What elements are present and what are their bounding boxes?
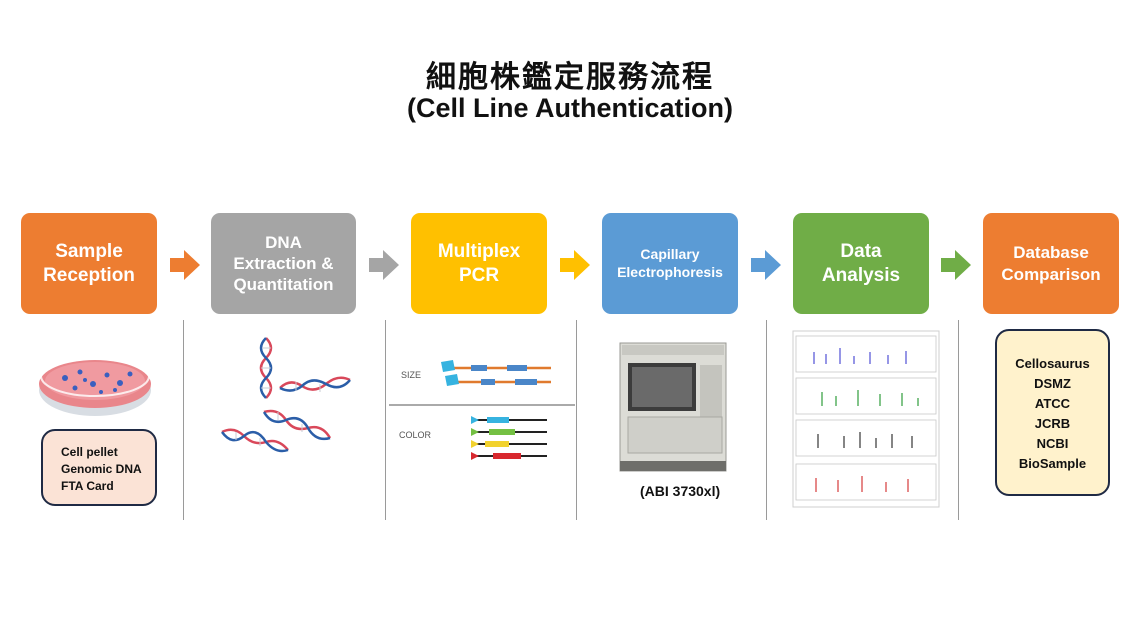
database-item: BioSample <box>1018 456 1087 471</box>
electropherogram-chart <box>792 330 940 508</box>
step-label: Data Analysis <box>821 240 901 286</box>
database-item: ATCC <box>1034 396 1071 411</box>
step-dna-extraction: DNA Extraction & Quantitation <box>211 213 356 314</box>
size-label: SIZE <box>401 370 422 380</box>
page-title: 細胞株鑑定服務流程 <box>426 60 714 95</box>
sample-type-item: Genomic DNA <box>61 462 142 476</box>
step-label: DNA Extraction & Quantitation <box>233 232 334 295</box>
pcr-primer-schematic <box>389 360 575 460</box>
step-multiplex-pcr: Multiplex PCR <box>411 213 547 314</box>
column-divider <box>385 320 386 520</box>
arrow-right-icon <box>170 250 200 280</box>
sample-type-item: Cell pellet <box>61 445 118 459</box>
step-label: Capillary Electrophoresis <box>617 246 723 280</box>
database-item: Cellosaurus <box>1015 356 1090 371</box>
instrument-caption: (ABI 3730xl) <box>640 483 721 499</box>
step-label: Multiplex PCR <box>437 240 521 286</box>
arrow-right-icon <box>560 250 590 280</box>
step-data-analysis: Data Analysis <box>793 213 929 314</box>
step-sample-reception: Sample Reception <box>21 213 157 314</box>
database-list-box: Cellosaurus DSMZ ATCC JCRB NCBI BioSampl… <box>995 329 1110 496</box>
arrow-right-icon <box>369 250 399 280</box>
column-divider <box>958 320 959 520</box>
column-divider <box>183 320 184 520</box>
step-database-comparison: Database Comparison <box>983 213 1119 314</box>
color-label: COLOR <box>399 430 432 440</box>
sample-type-item: FTA Card <box>61 479 114 493</box>
step-label: Database Comparison <box>1001 243 1101 284</box>
petri-dish-icon <box>39 355 151 416</box>
step-label: Sample Reception <box>43 240 135 286</box>
database-item: DSMZ <box>1034 376 1071 391</box>
page-subtitle: (Cell Line Authentication) <box>407 93 733 123</box>
step-capillary-electrophoresis: Capillary Electrophoresis <box>602 213 738 314</box>
sequencer-instrument-icon <box>619 342 727 472</box>
arrow-right-icon <box>941 250 971 280</box>
arrow-right-icon <box>751 250 781 280</box>
database-item: NCBI <box>1036 436 1069 451</box>
column-divider <box>576 320 577 520</box>
dna-helix-illustration <box>220 337 351 453</box>
sample-types-box: Cell pellet Genomic DNA FTA Card <box>41 429 157 506</box>
pcr-diagram: SIZE COLOR <box>389 340 575 480</box>
column-divider <box>766 320 767 520</box>
database-item: JCRB <box>1034 416 1071 431</box>
